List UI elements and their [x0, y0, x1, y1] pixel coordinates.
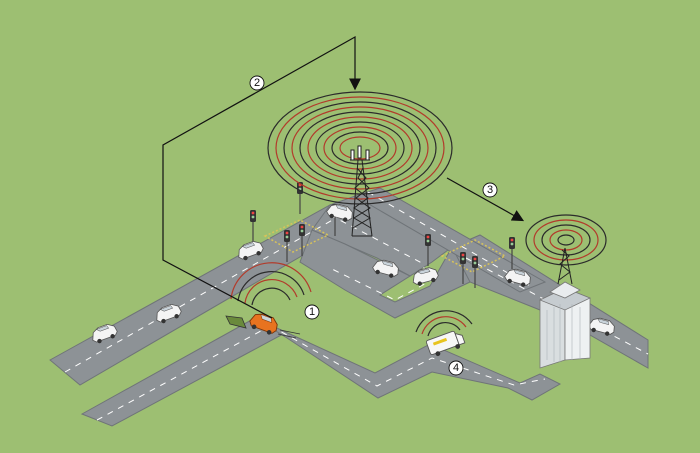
svg-text:4: 4 [453, 362, 459, 374]
step-label-4: 4 [448, 360, 464, 376]
svg-text:3: 3 [487, 184, 493, 196]
arrow-tower-to-control [446, 177, 525, 222]
svg-text:2: 2 [254, 77, 260, 89]
step-label-1: 1 [304, 304, 320, 320]
cell-tower [267, 91, 453, 237]
step-label-2: 2 [249, 75, 265, 91]
ambulance-scene [415, 310, 473, 357]
crosswalks [263, 219, 507, 273]
accident-scene [225, 262, 312, 339]
cell-tower-icon [350, 145, 373, 237]
ambulance-icon [426, 330, 466, 357]
step-label-3: 3 [482, 182, 498, 198]
crash-barrier [225, 315, 247, 329]
svg-text:1: 1 [309, 306, 315, 318]
accident-car-icon [249, 313, 278, 335]
arrow-accident-to-tower [162, 35, 361, 319]
communication-arrows [162, 35, 525, 319]
road-zigzag-lower [254, 317, 562, 401]
control-center [525, 214, 607, 369]
building-signal-rings [525, 214, 607, 266]
step-labels: 1 2 3 4 [249, 75, 498, 376]
control-center-building-icon [539, 247, 591, 369]
